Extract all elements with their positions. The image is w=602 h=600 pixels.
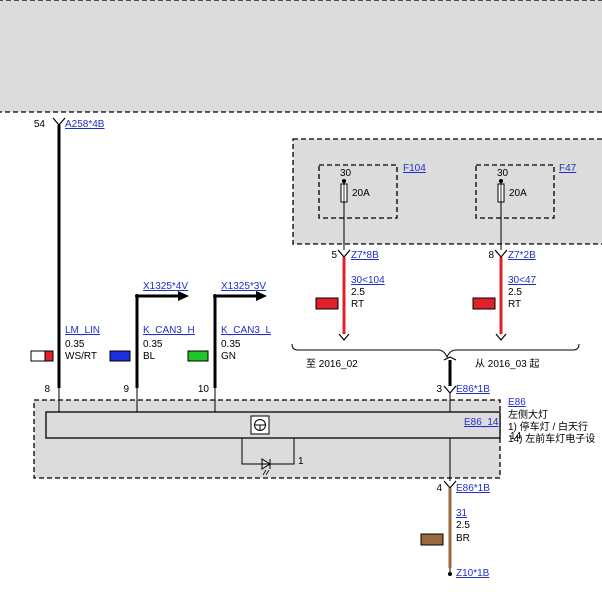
ground-end-connector-link[interactable]: Z10*1B bbox=[456, 568, 490, 579]
can-l-swatch-green bbox=[187, 350, 209, 362]
module-pin-dots bbox=[58, 400, 451, 412]
f104-swatch-red bbox=[315, 297, 339, 310]
top-component-panel bbox=[0, 0, 602, 113]
module-inner-box bbox=[45, 411, 501, 439]
left-pin-number: 54 bbox=[34, 119, 46, 130]
can-h-color-code: BL bbox=[143, 351, 156, 362]
can-l-gauge: 0.35 bbox=[221, 339, 241, 350]
f104-signal-link[interactable]: 30<104 bbox=[351, 275, 385, 286]
f47-connector-link[interactable]: Z7*2B bbox=[508, 250, 536, 261]
module-description: 左侧大灯 bbox=[508, 408, 548, 421]
f104-terminal: 30 bbox=[340, 168, 352, 179]
module-inner-link[interactable]: E86_14 bbox=[464, 417, 499, 428]
lm-lin-swatch-red bbox=[44, 350, 54, 362]
can-l-signal-link[interactable]: K_CAN3_L bbox=[221, 325, 271, 336]
f47-signal-link[interactable]: 30<47 bbox=[508, 275, 537, 286]
f47-link[interactable]: F47 bbox=[559, 163, 577, 174]
fuse-carrier-panel bbox=[292, 138, 602, 245]
f104-pin: 5 bbox=[331, 250, 337, 261]
ground-signal-link[interactable]: 31 bbox=[456, 508, 468, 519]
left-connector-symbol bbox=[52, 117, 66, 126]
f47-pin: 8 bbox=[488, 250, 494, 261]
lm-lin-swatch-white bbox=[30, 350, 46, 362]
can-h-connector-link[interactable]: X1325*4V bbox=[143, 281, 188, 292]
f104-wire-end bbox=[338, 333, 350, 341]
f47-swatch-red bbox=[472, 297, 496, 310]
module-pin-3-connector-symbol bbox=[443, 385, 457, 394]
variant-brace bbox=[291, 343, 580, 359]
fuse-f47-box bbox=[475, 164, 555, 219]
led-emission-icon bbox=[262, 469, 270, 476]
led-label: 1 bbox=[298, 456, 304, 467]
fuse-f104-box bbox=[318, 164, 398, 219]
f47-color-code: RT bbox=[508, 299, 521, 310]
module-inner-pin: 14 bbox=[510, 431, 522, 442]
module-legend-1: 1) 停车灯 / 白天行 bbox=[508, 420, 588, 433]
led-diode-icon bbox=[261, 458, 271, 470]
can-h-signal-link[interactable]: K_CAN3_H bbox=[143, 325, 195, 336]
can-h-arrow-icon bbox=[178, 291, 189, 301]
supply-wire-top-symbol bbox=[443, 356, 457, 361]
can-l-connector-link[interactable]: X1325*3V bbox=[221, 281, 266, 292]
f47-gauge: 2.5 bbox=[508, 287, 522, 298]
left-connector-link[interactable]: A258*4B bbox=[65, 119, 105, 130]
ground-color-code: BR bbox=[456, 533, 470, 544]
f104-connector-symbol bbox=[337, 249, 351, 258]
lm-lin-gauge: 0.35 bbox=[65, 339, 85, 350]
brace-left-label: 至 2016_02 bbox=[306, 358, 358, 370]
f104-rating: 20A bbox=[352, 188, 370, 199]
module-pin-3-connector-link[interactable]: E86*1B bbox=[456, 384, 490, 395]
module-legend-14: 14) 左前车灯电子设 bbox=[508, 432, 595, 445]
f47-wire-end bbox=[495, 333, 507, 341]
f47-connector-symbol bbox=[494, 249, 508, 258]
f47-terminal: 30 bbox=[497, 168, 509, 179]
ground-swatch-brown bbox=[420, 533, 444, 546]
can-l-arrow-icon bbox=[256, 291, 267, 301]
module-pin-8: 8 bbox=[44, 384, 50, 395]
module-name-link[interactable]: E86 bbox=[508, 397, 526, 408]
ground-connector-symbol bbox=[443, 480, 457, 489]
f104-gauge: 2.5 bbox=[351, 287, 365, 298]
module-pin-10: 10 bbox=[198, 384, 210, 395]
can-h-swatch-blue bbox=[109, 350, 131, 362]
brace-right-label: 从 2016_03 起 bbox=[475, 358, 540, 370]
module-pin-3: 3 bbox=[436, 384, 442, 395]
led-circuit-loop bbox=[241, 438, 295, 465]
can-h-gauge: 0.35 bbox=[143, 339, 163, 350]
f104-link[interactable]: F104 bbox=[403, 163, 426, 174]
f104-connector-link[interactable]: Z7*8B bbox=[351, 250, 379, 261]
control-unit-icon-ring bbox=[254, 419, 266, 431]
ground-connector-link[interactable]: E86*1B bbox=[456, 483, 490, 494]
can-l-color-code: GN bbox=[221, 351, 236, 362]
ground-gauge: 2.5 bbox=[456, 520, 470, 531]
control-unit-icon-glyph bbox=[255, 424, 265, 430]
module-pin-9: 9 bbox=[123, 384, 129, 395]
lm-lin-signal-link[interactable]: LM_LIN bbox=[65, 325, 100, 336]
f104-color-code: RT bbox=[351, 299, 364, 310]
f47-rating: 20A bbox=[509, 188, 527, 199]
lm-lin-color-code: WS/RT bbox=[65, 351, 97, 362]
ground-pin: 4 bbox=[436, 483, 442, 494]
